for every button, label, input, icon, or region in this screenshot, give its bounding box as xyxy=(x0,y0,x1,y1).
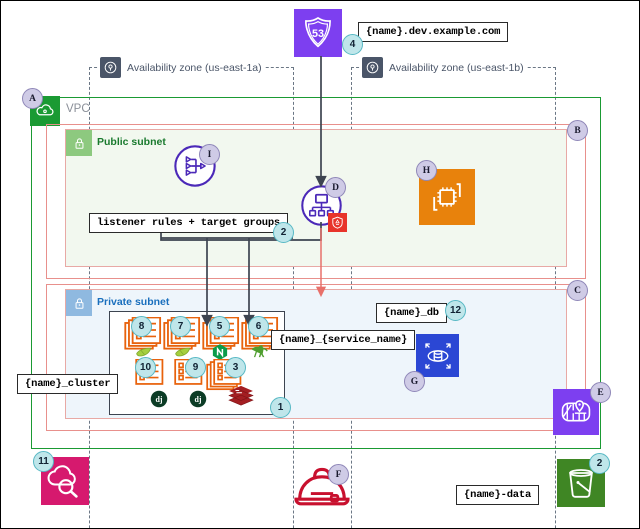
ecs-security-group xyxy=(46,284,586,431)
marker-4: 4 xyxy=(342,34,363,55)
marker-12: 12 xyxy=(445,300,466,321)
marker-8: 8 xyxy=(131,316,152,337)
marker-B: B xyxy=(567,120,588,141)
marker-7: 7 xyxy=(170,316,191,337)
public-subnet-label: Public subnet xyxy=(97,136,166,148)
service-name-label: {name}_{service_name} xyxy=(271,330,416,350)
az-1a-label-group: Availability zone (us-east-1a) xyxy=(98,57,264,78)
gunicorn-icon xyxy=(250,344,272,360)
marker-3: 3 xyxy=(225,357,246,378)
redis-icon xyxy=(228,385,254,407)
marker-F: F xyxy=(328,464,349,485)
az-1a-label: Availability zone (us-east-1a) xyxy=(127,61,262,74)
vpc-boundary: VPC xyxy=(30,96,601,449)
celery-icon xyxy=(134,346,155,359)
marker-11: 11 xyxy=(33,451,54,472)
marker-I: I xyxy=(199,144,220,165)
az-pin-icon xyxy=(100,57,121,78)
celery-icon xyxy=(173,346,194,359)
marker-D: D xyxy=(325,177,346,198)
marker-6: 6 xyxy=(248,316,269,337)
cluster-name-label: {name}_cluster xyxy=(17,374,119,394)
django-icon: dj xyxy=(189,390,207,408)
public-subnet-lock-icon xyxy=(66,130,92,156)
django-icon: dj xyxy=(150,390,168,408)
private-subnet-label: Private subnet xyxy=(97,296,170,308)
aurora-database-icon[interactable] xyxy=(416,334,459,377)
svg-text:dj: dj xyxy=(156,395,163,404)
svg-text:53: 53 xyxy=(312,28,324,40)
marker-10: 10 xyxy=(135,357,156,378)
marker-E: E xyxy=(590,382,611,403)
db-name-label: {name}_db xyxy=(376,303,447,323)
marker-2-listener: 2 xyxy=(273,222,294,243)
marker-C: C xyxy=(567,280,588,301)
hard-hat-icon[interactable] xyxy=(292,462,352,514)
az-1b-label-group: Availability zone (us-east-1b) xyxy=(360,57,526,78)
alb-security-group xyxy=(46,124,586,279)
marker-2-s3: 2 xyxy=(589,453,610,474)
marker-A: A xyxy=(22,88,43,109)
private-subnet-lock-icon xyxy=(66,290,92,316)
az-pin-icon xyxy=(362,57,383,78)
nginx-icon xyxy=(211,343,229,361)
marker-1: 1 xyxy=(270,397,291,418)
svg-text:dj: dj xyxy=(195,395,202,404)
vpc-label: VPC xyxy=(66,103,90,115)
marker-5: 5 xyxy=(209,316,230,337)
marker-G: G xyxy=(404,371,425,392)
az-1b-label: Availability zone (us-east-1b) xyxy=(389,61,524,74)
marker-H: H xyxy=(416,160,437,181)
listener-rules-label: listener rules + target groups xyxy=(89,213,289,233)
marker-9: 9 xyxy=(185,357,206,378)
domain-label: {name}.dev.example.com xyxy=(358,22,509,42)
bucket-name-label: {name}-data xyxy=(456,485,540,505)
route53-shield-53-icon[interactable]: 53 xyxy=(294,9,342,57)
waf-shield-icon[interactable] xyxy=(328,213,347,232)
